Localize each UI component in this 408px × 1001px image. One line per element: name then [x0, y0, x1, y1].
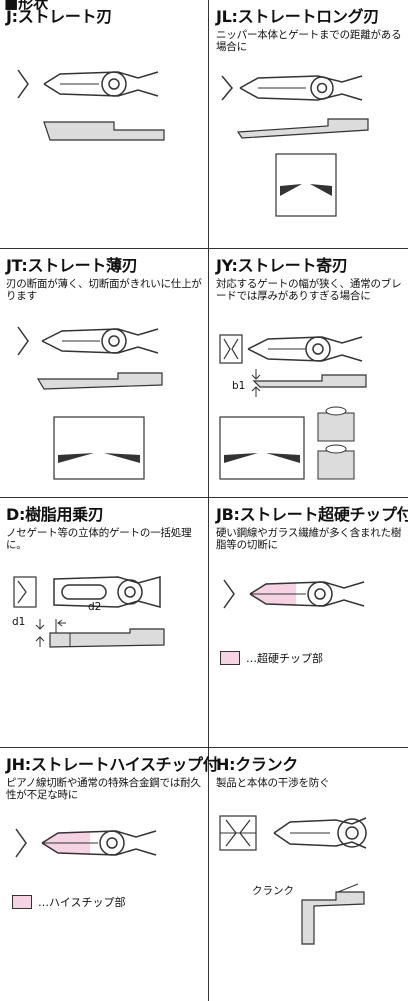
shape-cell-jt: JT:ストレート薄刃 刃の断面が薄く、切断面がきれいに仕上がります	[6, 256, 204, 303]
shape-cell-d: D:樹脂用乗刃 ノセゲート等の立体的ゲートの一括処理に。	[6, 505, 204, 552]
legend-carbide-label: …超硬チップ部	[246, 652, 323, 665]
shape-description: 硬い鋼線やガラス繊維が多く含まれた樹脂等の切断に	[216, 527, 402, 551]
nipper-diagram-jb	[223, 579, 365, 609]
legend-hss-label: …ハイスチップ部	[38, 896, 126, 909]
shape-cell-h: H:クランク 製品と本体の干渉を防ぐ	[216, 755, 406, 790]
shape-description: 対応するゲートの幅が狭く、通常のブレードでは厚みがありすぎる場合に	[216, 278, 402, 302]
row-divider-2	[0, 497, 408, 498]
shape-title: D:樹脂用乗刃	[6, 505, 104, 524]
nipper-diagram-jl	[221, 75, 369, 217]
shape-cell-jl: JL:ストレートロング刃 ニッパー本体とゲートまでの距離がある場合に	[216, 7, 404, 54]
shape-cell-jh: JH:ストレートハイスチップ付 ピアノ線切断や通常の特殊合金鋼では耐久性が不足な…	[6, 755, 219, 802]
shape-cell-j: J:ストレート刃	[6, 8, 204, 26]
nipper-diagram-j	[17, 69, 165, 141]
nipper-diagram-jt	[17, 326, 163, 480]
dimension-label-b1: b1	[232, 380, 246, 392]
hss-tip-swatch	[12, 895, 32, 909]
shape-description: ノセゲート等の立体的ゲートの一括処理に。	[6, 527, 192, 551]
nipper-diagram-jy	[219, 334, 367, 480]
row-divider-3	[0, 747, 408, 748]
shape-title: JT:ストレート薄刃	[6, 256, 138, 275]
legend-hss: …ハイスチップ部	[12, 894, 125, 910]
shape-title: JL:ストレートロング刃	[216, 7, 379, 26]
shape-title: JH:ストレートハイスチップ付	[6, 755, 219, 774]
shape-cell-jy: JY:ストレート寄刃 対応するゲートの幅が狭く、通常のブレードでは厚みがありすぎ…	[216, 256, 404, 303]
shape-description: ピアノ線切断や通常の特殊合金鋼では耐久性が不足な時に	[6, 777, 201, 801]
dimension-label-d2: d2	[88, 601, 102, 613]
shape-title: H:クランク	[216, 755, 298, 774]
row-divider-1	[0, 248, 408, 249]
nipper-diagram-jh	[15, 828, 157, 858]
carbide-tip-swatch	[220, 651, 240, 665]
nipper-diagram-h	[219, 815, 367, 945]
dimension-label-d1: d1	[12, 616, 26, 628]
section-header: ■形状	[4, 0, 49, 12]
crank-label: クランク	[252, 885, 294, 897]
shape-title: JB:ストレート超硬チップ付	[216, 505, 408, 524]
shape-cell-jb: JB:ストレート超硬チップ付 硬い鋼線やガラス繊維が多く含まれた樹脂等の切断に	[216, 505, 408, 552]
nipper-diagram-d	[13, 576, 165, 648]
legend-carbide: …超硬チップ部	[220, 650, 323, 666]
shape-title: J:ストレート刃	[6, 7, 112, 26]
shape-description: ニッパー本体とゲートまでの距離がある場合に	[216, 29, 402, 53]
shape-description: 製品と本体の干渉を防ぐ	[216, 777, 330, 789]
shape-description: 刃の断面が薄く、切断面がきれいに仕上がります	[6, 278, 202, 302]
column-divider	[208, 0, 209, 1001]
shape-title: JY:ストレート寄刃	[216, 256, 348, 275]
